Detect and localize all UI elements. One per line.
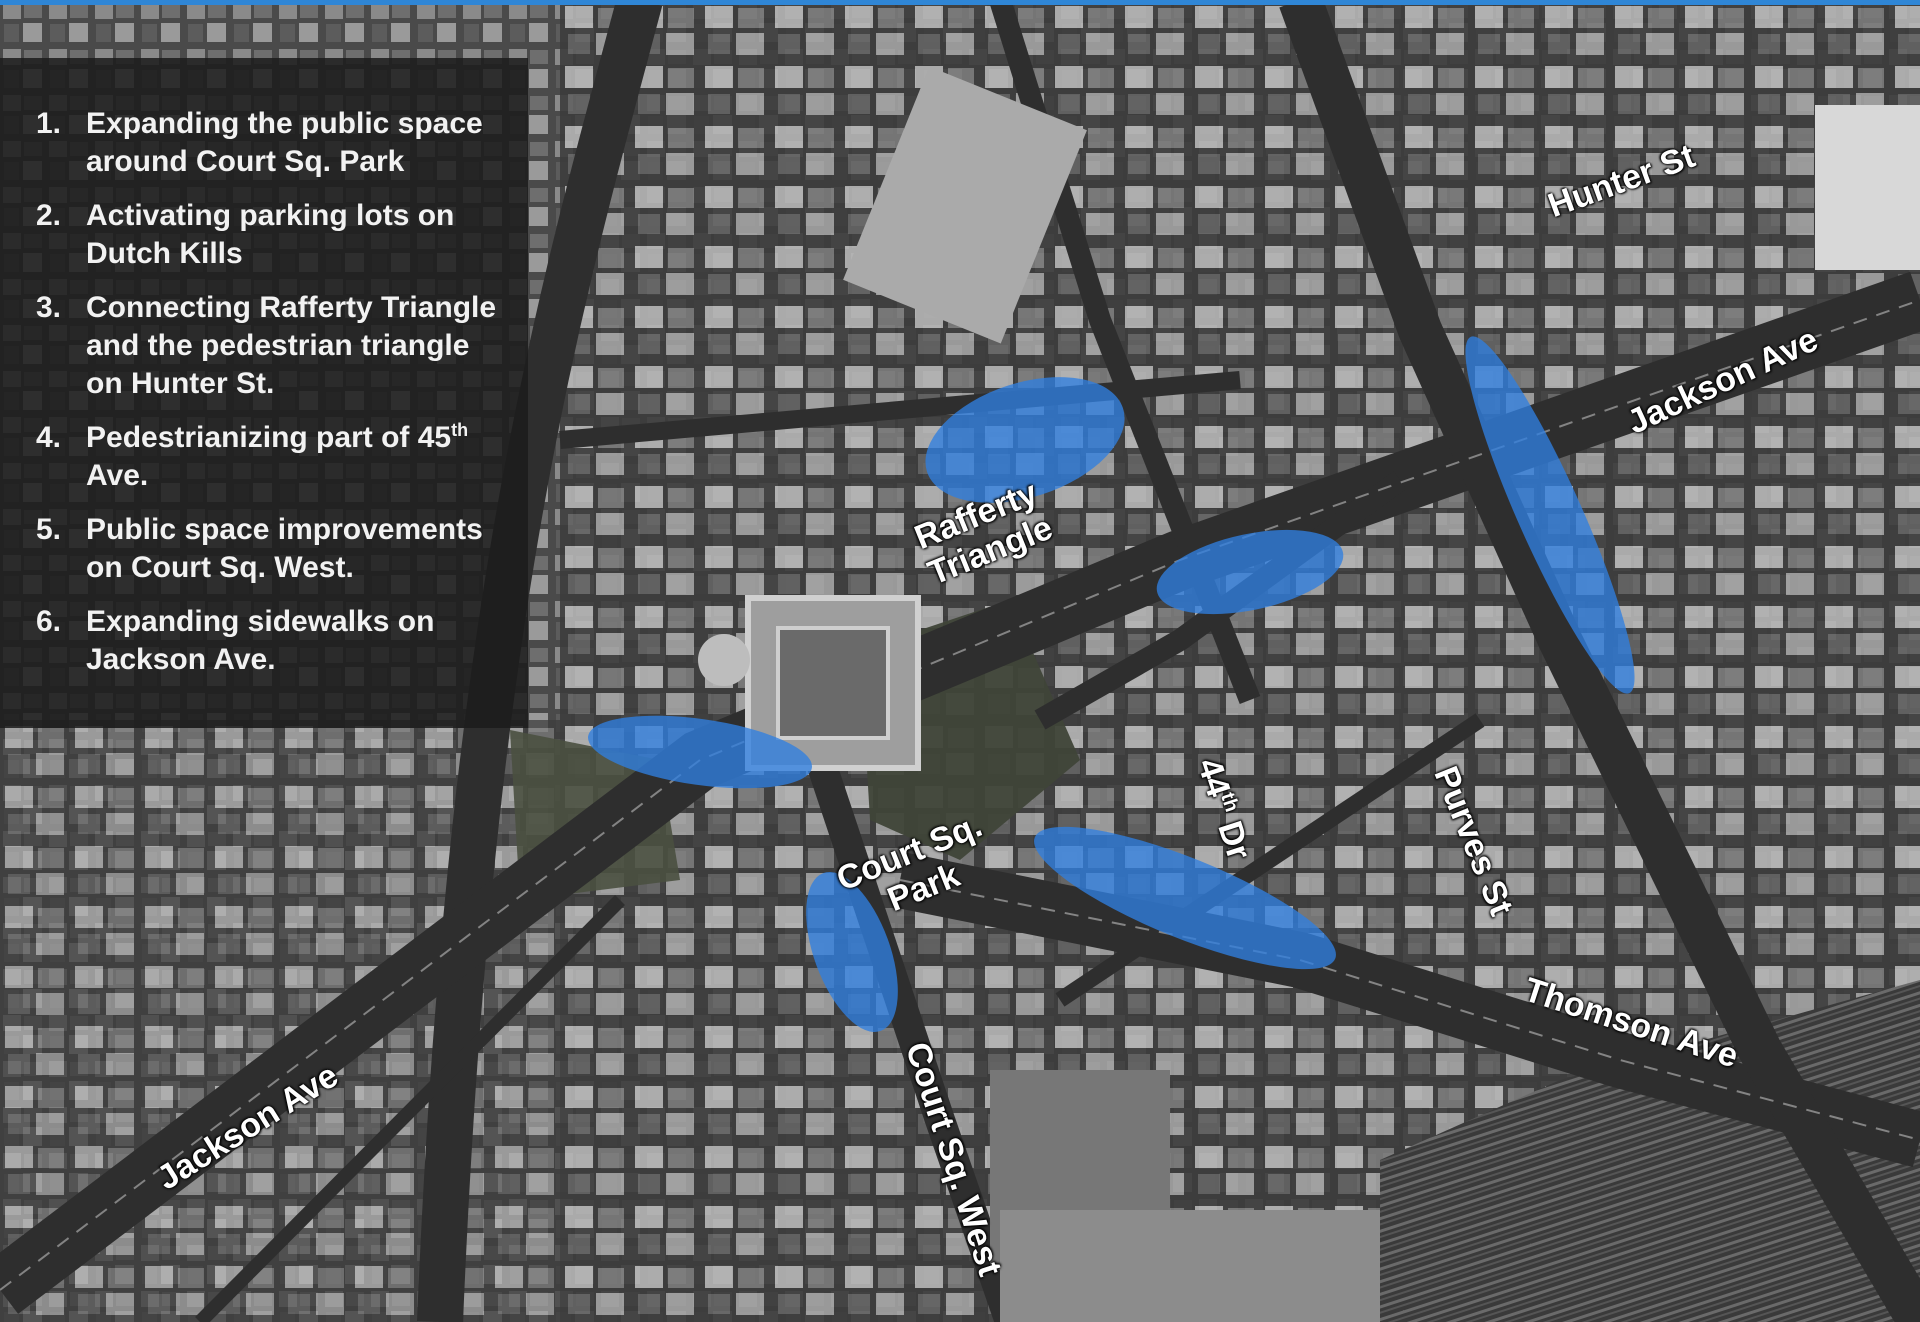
- legend-item-number: 6.: [36, 605, 62, 638]
- legend-item: 2. Activating parking lots on Dutch Kill…: [36, 197, 514, 273]
- legend-item: 1. Expanding the public space around Cou…: [36, 105, 514, 181]
- legend-item: 6. Expanding sidewalks on Jackson Ave.: [36, 603, 514, 679]
- legend-item-text: Activating parking lots on Dutch Kills: [86, 199, 455, 270]
- legend-item: 4. Pedestrianizing part of 45th Ave.: [36, 419, 514, 495]
- legend-item-text: Connecting Rafferty Triangle and the ped…: [86, 291, 497, 400]
- highlight-rafferty: [925, 377, 1125, 503]
- legend-panel: 1. Expanding the public space around Cou…: [0, 58, 528, 728]
- legend-item-text: Expanding sidewalks on Jackson Ave.: [86, 605, 435, 676]
- legend-item: 3. Connecting Rafferty Triangle and the …: [36, 289, 514, 403]
- highlight-hunter-triangle: [1156, 529, 1344, 615]
- legend-item-number: 3.: [36, 291, 62, 324]
- legend-item-text: Expanding the public space around Court …: [86, 107, 483, 178]
- highlight-jackson-sidewalk: [1465, 336, 1635, 694]
- top-accent-bar: [0, 0, 1920, 5]
- legend-item-number: 2.: [36, 199, 62, 232]
- legend-item-text: Public space improvements on Court Sq. W…: [86, 513, 483, 584]
- legend-item: 5. Public space improvements on Court Sq…: [36, 511, 514, 587]
- legend-list: 1. Expanding the public space around Cou…: [0, 58, 528, 679]
- legend-item-number: 5.: [36, 513, 62, 546]
- legend-item-number: 1.: [36, 107, 62, 140]
- highlight-areas: [588, 336, 1635, 1032]
- highlight-court-sq-west: [806, 872, 898, 1032]
- legend-item-text: Pedestrianizing part of 45th Ave.: [86, 420, 469, 492]
- legend-item-number: 4.: [36, 421, 62, 454]
- highlight-dutch-kills: [588, 715, 812, 789]
- highlight-45th-ave: [1034, 826, 1336, 970]
